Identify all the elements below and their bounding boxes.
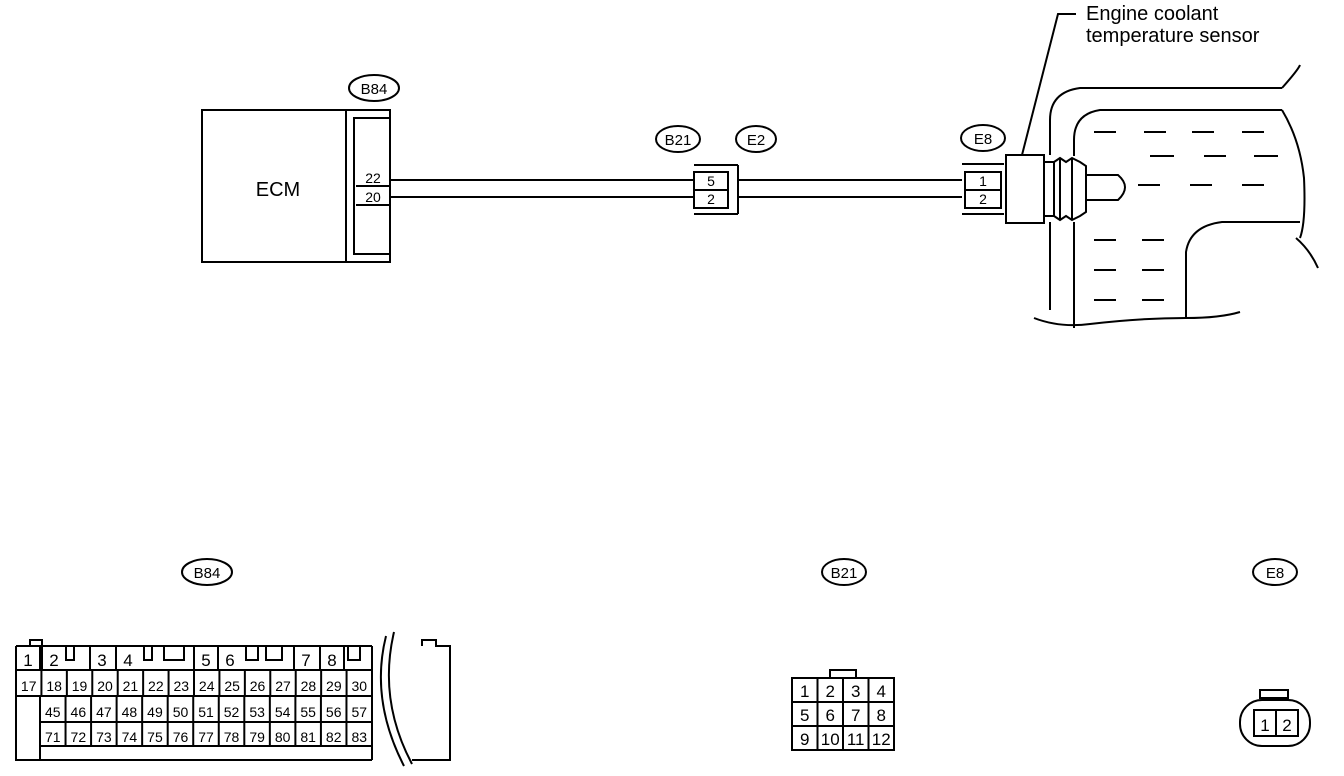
b84-pin-76: 76	[173, 729, 189, 745]
b84-pin-5: 5	[201, 651, 210, 670]
b84-pin-30: 30	[351, 678, 367, 694]
b84-pin-8: 8	[327, 651, 336, 670]
b21-view-pin-12: 12	[872, 730, 891, 749]
b84-pin-21: 21	[123, 678, 139, 694]
b84-pin-81: 81	[300, 729, 316, 745]
b84-pin-78: 78	[224, 729, 240, 745]
b84-view-label: B84	[194, 565, 221, 582]
b21-view-pin-4: 4	[876, 682, 885, 701]
b21-pin-5: 5	[707, 173, 715, 189]
b84-pin-83: 83	[351, 729, 367, 745]
sensor-callout: Engine coolant temperature sensor	[1021, 3, 1260, 156]
b84-pin-57: 57	[351, 704, 367, 720]
b84-pin-19: 19	[72, 678, 88, 694]
b84-pin-29: 29	[326, 678, 342, 694]
b21-view-pin-3: 3	[851, 682, 860, 701]
b84-pin-7: 7	[301, 651, 310, 670]
sensor-label-line2: temperature sensor	[1086, 25, 1260, 47]
b84-pin-79: 79	[249, 729, 265, 745]
b21-label: B21	[665, 132, 692, 149]
b84-pin-50: 50	[173, 704, 189, 720]
engine-coolant-passage	[1033, 64, 1319, 328]
b84-pin-18: 18	[46, 678, 62, 694]
b84-pin-55: 55	[300, 704, 316, 720]
b84-pin-28: 28	[301, 678, 317, 694]
b84-pin-23: 23	[173, 678, 189, 694]
b21-view-pin-10: 10	[821, 730, 840, 749]
ecm-pin-22: 22	[365, 170, 381, 186]
b84-pin-1: 1	[23, 651, 32, 670]
b84-pin-20: 20	[97, 678, 113, 694]
b84-pin-71: 71	[45, 729, 61, 745]
b84-pin-46: 46	[71, 704, 87, 720]
coolant-sensor	[1005, 154, 1126, 224]
b84-pin-73: 73	[96, 729, 112, 745]
b84-pin-49: 49	[147, 704, 163, 720]
b84-pin-22: 22	[148, 678, 164, 694]
harness-wires	[390, 179, 962, 198]
b21-view-pin-7: 7	[851, 706, 860, 725]
connector-b21-e2: B21 E2 5 2	[655, 125, 777, 215]
b84-pin-27: 27	[275, 678, 291, 694]
ecm-pin-20: 20	[365, 189, 381, 205]
b21-view-pin-11: 11	[847, 730, 865, 749]
b84-pin-26: 26	[250, 678, 266, 694]
b21-view-pin-8: 8	[876, 706, 885, 725]
b84-pin-74: 74	[122, 729, 138, 745]
connector-b84-callout: B84	[348, 74, 400, 102]
e8-pin-2: 2	[979, 191, 987, 207]
b21-pin-2: 2	[707, 191, 715, 207]
b84-pin-47: 47	[96, 704, 112, 720]
b84-pin-77: 77	[198, 729, 214, 745]
b84-pin-80: 80	[275, 729, 291, 745]
e8-view-label: E8	[1266, 565, 1284, 582]
b84-pin-54: 54	[275, 704, 291, 720]
b84-pin-82: 82	[326, 729, 342, 745]
b84-label: B84	[361, 81, 388, 98]
b21-view-pin-1: 1	[800, 682, 809, 701]
b84-pin-72: 72	[71, 729, 87, 745]
b84-pin-6: 6	[225, 651, 234, 670]
b84-pin-51: 51	[198, 704, 214, 720]
b21-view-pin-6: 6	[825, 706, 834, 725]
ecm-unit: ECM 22 20	[201, 109, 391, 263]
b84-pin-52: 52	[224, 704, 240, 720]
b21-view-label: B21	[831, 565, 858, 582]
b84-pin-75: 75	[147, 729, 163, 745]
b84-pin-4: 4	[123, 651, 132, 670]
e2-label: E2	[747, 132, 765, 149]
b84-view-callout: B84	[181, 558, 233, 586]
e8-pin-1: 1	[979, 173, 987, 189]
b21-view-pin-9: 9	[800, 730, 809, 749]
b21-view-pin-5: 5	[800, 706, 809, 725]
b84-pin-53: 53	[249, 704, 265, 720]
b84-pin-17: 17	[21, 678, 37, 694]
sensor-label-line1: Engine coolant	[1086, 3, 1219, 25]
b84-pin-48: 48	[122, 704, 138, 720]
b84-pin-24: 24	[199, 678, 215, 694]
b84-pin-25: 25	[224, 678, 240, 694]
b84-pin-2: 2	[49, 651, 58, 670]
connector-e8: E8 1 2	[960, 124, 1006, 215]
b21-view-pin-2: 2	[825, 682, 834, 701]
e8-view-pin-2: 2	[1282, 716, 1291, 735]
b84-pin-3: 3	[97, 651, 106, 670]
e8-view-pin-1: 1	[1260, 716, 1269, 735]
ecm-label: ECM	[256, 179, 300, 201]
b84-pin-56: 56	[326, 704, 342, 720]
e8-label: E8	[974, 131, 992, 148]
b84-pin-45: 45	[45, 704, 61, 720]
e8-view: E8 1 2	[1239, 558, 1311, 747]
